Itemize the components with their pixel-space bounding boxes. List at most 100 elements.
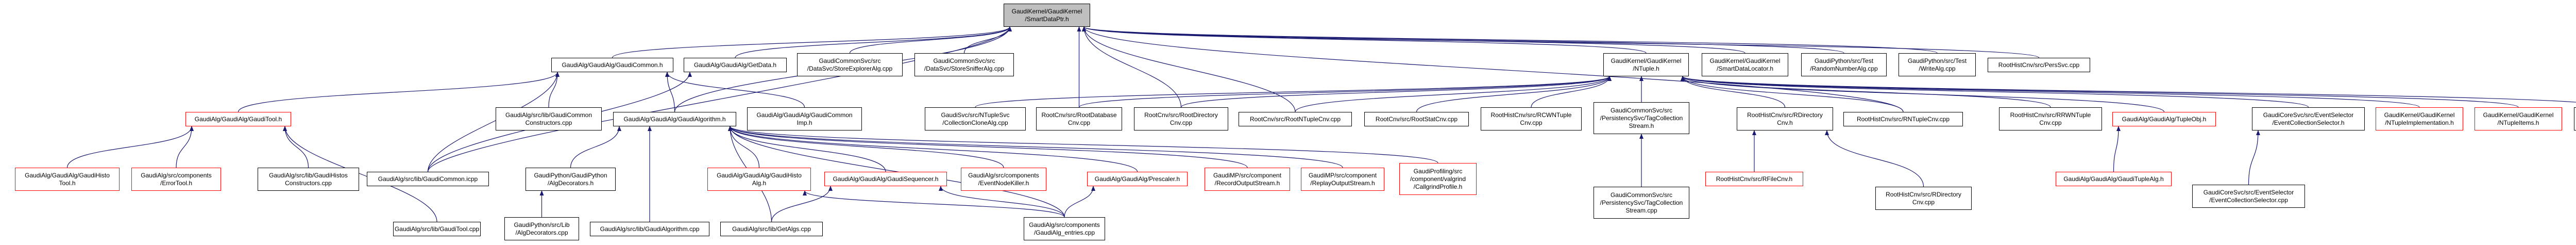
- graph-node-tupleobj-h[interactable]: GaudiAlg/GaudiAlg/TupleObj.h: [2112, 112, 2216, 126]
- graph-node-selector-cpp[interactable]: GaudiKernel/src/Lib/Selector.cpp: [2574, 107, 2576, 130]
- node-label: GaudiAlg/GaudiAlg/GaudiTupleAlg.h: [2056, 175, 2171, 183]
- node-label-line: Stream.h: [1629, 122, 1654, 129]
- node-label-line: GaudiAlg/GaudiAlg/GaudiCommon.h: [562, 61, 663, 69]
- node-label-line: /GaudiAlg_entries.cpp: [1033, 228, 1095, 236]
- graph-node-callgrindprofile-h[interactable]: GaudiProfiling/src/component/valgrind/Ca…: [1399, 163, 1477, 195]
- node-label: GaudiMP/src/component/RecordOutputStream…: [1205, 172, 1290, 187]
- graph-node-eventnodekiller-h[interactable]: GaudiAlg/src/components/EventNodeKiller.…: [961, 168, 1046, 191]
- dependency-edge: [1082, 26, 2040, 58]
- node-label: GaudiAlg/GaudiAlg/Prescaler.h: [1088, 175, 1187, 183]
- node-label: RootHistCnv/src/RNTupleCnv.cpp: [1844, 116, 1962, 123]
- node-label-line: /PersistencySvc/TagCollection: [1600, 114, 1683, 122]
- node-label-line: GaudiKernel/GaudiKernel: [1011, 7, 1082, 15]
- graph-node-gaudialgorithm-cpp[interactable]: GaudiAlg/src/lib/GaudiAlgorithm.cpp: [590, 222, 709, 236]
- graph-node-gaudituplealg-h[interactable]: GaudiAlg/GaudiAlg/GaudiTupleAlg.h: [2056, 172, 2172, 186]
- graph-node-perssvc-cpp[interactable]: RootHistCnv/src/PersSvc.cpp: [1988, 58, 2090, 72]
- dependency-edge: [1082, 26, 1938, 54]
- node-label: GaudiAlg/GaudiAlg/GaudiAlgorithm.h: [614, 116, 736, 123]
- graph-node-algdecorators-cpp[interactable]: GaudiPython/src/Lib/AlgDecorators.cpp: [504, 217, 579, 240]
- graph-node-ntupleimplementation-h[interactable]: GaudiKernel/GaudiKernel/NTupleImplementa…: [2376, 107, 2463, 130]
- node-label-line: RootHistCnv/src/RNTupleCnv.cpp: [1856, 115, 1950, 123]
- graph-node-smartdatalocator-h[interactable]: GaudiKernel/GaudiKernel/SmartDataLocator…: [1702, 53, 1788, 76]
- node-label-line: RootHistCnv/src/RCWNTuple: [1490, 111, 1572, 119]
- graph-node-tagcollectionstream-cpp[interactable]: GaudiCommonSvc/src/PersistencySvc/TagCol…: [1594, 187, 1689, 219]
- node-label-line: Cnv.cpp: [1520, 119, 1543, 126]
- graph-node-gaudisequencer-h[interactable]: GaudiAlg/GaudiAlg/GaudiSequencer.h: [824, 172, 947, 186]
- node-label: GaudiCommonSvc/src/PersistencySvc/TagCol…: [1594, 107, 1689, 130]
- graph-node-algdecorators-h[interactable]: GaudiPython/GaudiPython/AlgDecorators.h: [526, 168, 616, 191]
- graph-node-errortool-h[interactable]: GaudiAlg/src/components/ErrorTool.h: [131, 168, 221, 191]
- node-label-line: GaudiAlg/src/lib/GaudiCommon.icpp: [378, 175, 478, 183]
- graph-node-recordoutputstream-h[interactable]: GaudiMP/src/component/RecordOutputStream…: [1205, 168, 1290, 191]
- node-label-line: GaudiAlg/src/lib/GaudiCommon: [505, 111, 592, 119]
- node-label-line: GaudiAlg/GaudiAlg/GetData.h: [693, 61, 777, 69]
- node-label-line: GaudiCommonSvc/src: [1610, 191, 1673, 199]
- graph-node-prescaler-h[interactable]: GaudiAlg/GaudiAlg/Prescaler.h: [1087, 172, 1188, 186]
- graph-node-gaudialgorithm-h[interactable]: GaudiAlg/GaudiAlg/GaudiAlgorithm.h: [613, 112, 736, 126]
- graph-node-gaudialg-entries-cpp[interactable]: GaudiAlg/src/components/GaudiAlg_entries…: [1024, 217, 1105, 240]
- dependency-edge: [665, 72, 675, 112]
- graph-node-storesnifferalg-cpp[interactable]: GaudiCommonSvc/src/DataSvc/StoreSnifferA…: [914, 53, 1014, 76]
- node-label-line: Cnv.cpp: [1912, 198, 1935, 206]
- node-label-line: GaudiAlg/src/lib/GetAlgs.cpp: [732, 225, 811, 233]
- node-label-line: /EventNodeKiller.h: [978, 179, 1029, 187]
- node-label: GaudiAlg/src/lib/GetAlgs.cpp: [721, 225, 822, 233]
- dependency-edge: [66, 126, 194, 168]
- node-label-line: RootCnv/src/RootDirectory: [1144, 111, 1218, 119]
- dependency-edge: [1825, 130, 1924, 187]
- dependency-edge: [803, 190, 1065, 218]
- graph-node-rootstatcnv-cpp[interactable]: RootCnv/src/RootStatCnv.cpp: [1364, 112, 1469, 126]
- node-label-line: GaudiKernel/GaudiKernel: [2483, 111, 2554, 119]
- dependency-edge: [1295, 76, 1612, 112]
- node-label: GaudiAlg/GaudiAlg/GaudiTool.h: [186, 116, 291, 123]
- node-label-line: /CallgrindProfile.h: [1413, 183, 1463, 190]
- graph-node-storeexploreralg-cpp[interactable]: GaudiCommonSvc/src/DataSvc/StoreExplorer…: [797, 53, 903, 76]
- graph-node-ntupleitems-h[interactable]: GaudiKernel/GaudiKernel/NTupleItems.h: [2475, 107, 2562, 130]
- graph-node-gauditool-cpp[interactable]: GaudiAlg/src/lib/GaudiTool.cpp: [393, 222, 481, 236]
- graph-node-rfilecnv-h[interactable]: RootHistCnv/src/RFileCnv.h: [1705, 172, 1803, 186]
- node-label: GaudiCoreSvc/src/EventSelector/EventColl…: [2252, 111, 2364, 127]
- node-label-line: GaudiAlg/GaudiAlg/GaudiHisto: [25, 171, 110, 179]
- graph-node-ntuple-h[interactable]: GaudiKernel/GaudiKernel/NTuple.h: [1603, 53, 1689, 76]
- graph-node-gaudicommon-icpp[interactable]: GaudiAlg/src/lib/GaudiCommon.icpp: [367, 172, 489, 186]
- graph-node-tagcollectionstream-h[interactable]: GaudiCommonSvc/src/PersistencySvc/TagCol…: [1594, 102, 1689, 134]
- graph-node-rootntuplecnv-cpp[interactable]: RootCnv/src/RootNTupleCnv.cpp: [1239, 112, 1352, 126]
- graph-node-writealg-cpp[interactable]: GaudiPython/src/Test/WriteAlg.cpp: [1899, 53, 1976, 76]
- graph-node-replayoutputstream-h[interactable]: GaudiMP/src/component/ReplayOutputStream…: [1301, 168, 1384, 191]
- graph-node-smartdataptr-h[interactable]: GaudiKernel/GaudiKernel/SmartDataPtr.h: [1004, 4, 1090, 27]
- node-label: GaudiKernel/GaudiKernel/NTuple.h: [1604, 57, 1688, 73]
- node-label-line: GaudiCommonSvc/src: [819, 57, 881, 64]
- graph-node-collectionclonealg-cpp[interactable]: GaudiSvc/src/NTupleSvc/CollectionCloneAl…: [925, 107, 1026, 130]
- graph-node-getdata-h[interactable]: GaudiAlg/GaudiAlg/GetData.h: [684, 58, 787, 72]
- node-label-line: /SmartDataLocator.h: [1716, 64, 1774, 72]
- graph-node-gaudicommon-h[interactable]: GaudiAlg/GaudiAlg/GaudiCommon.h: [551, 58, 673, 72]
- dependency-edge: [1180, 76, 1612, 108]
- graph-node-getalgs-cpp[interactable]: GaudiAlg/src/lib/GetAlgs.cpp: [720, 222, 823, 236]
- graph-node-eventcollectionselector-h[interactable]: GaudiCoreSvc/src/EventSelector/EventColl…: [2252, 107, 2365, 130]
- dependency-edge: [1681, 76, 1904, 112]
- node-label-line: Stream.cpp: [1625, 206, 1657, 214]
- node-label-line: GaudiPython/src/Test: [1907, 57, 1967, 64]
- graph-node-rntuplecnv-cpp[interactable]: RootHistCnv/src/RNTupleCnv.cpp: [1843, 112, 1963, 126]
- node-label-line: RootHistCnv/src/RRWNTuple: [2010, 111, 2091, 119]
- graph-node-eventcollectionselector-cpp[interactable]: GaudiCoreSvc/src/EventSelector/EventColl…: [2192, 185, 2305, 208]
- graph-node-gauditool-h[interactable]: GaudiAlg/GaudiAlg/GaudiTool.h: [185, 112, 291, 126]
- dependency-edge: [1681, 76, 2420, 108]
- graph-node-randomnumberalg-cpp[interactable]: GaudiPython/src/Test/RandomNumberAlg.cpp: [1801, 53, 1887, 76]
